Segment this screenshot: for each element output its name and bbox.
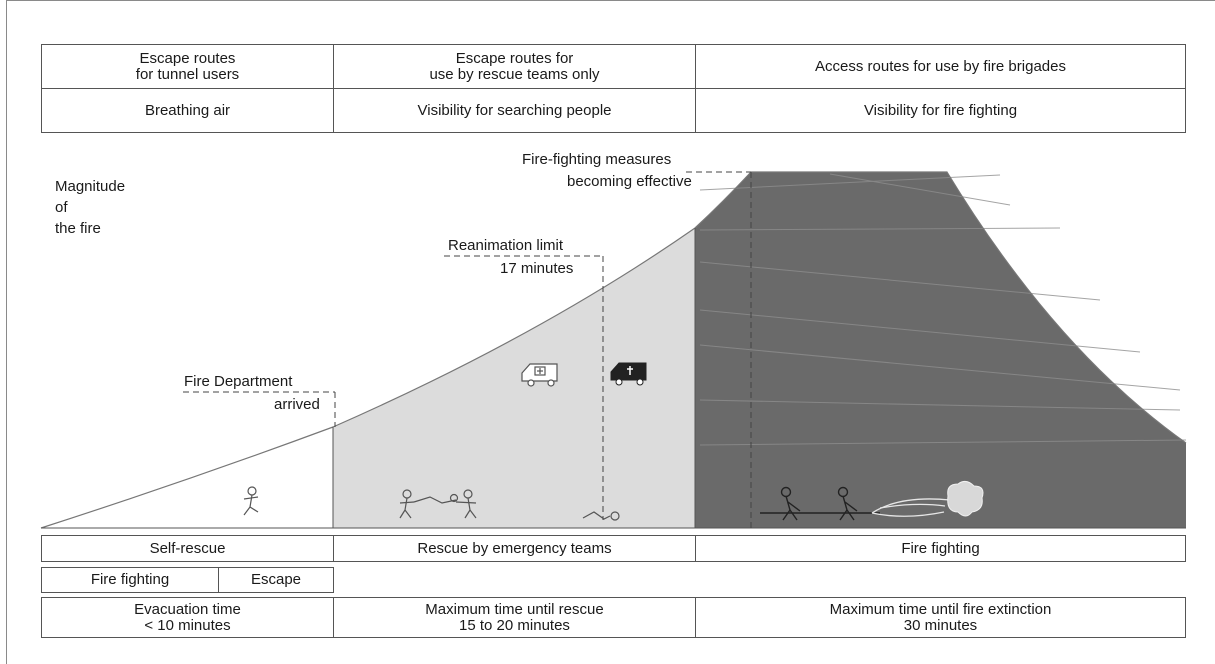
firefighting-phase-area bbox=[695, 172, 1186, 528]
rescue-phase-area bbox=[333, 228, 695, 528]
magnitude-label: Magnitude of the fire bbox=[55, 178, 126, 237]
header-visibility-fire: Visibility for fire fighting bbox=[695, 88, 1186, 133]
phase-rescue-teams: Rescue by emergency teams bbox=[333, 535, 696, 562]
running-person-icon bbox=[243, 486, 259, 516]
hearse-icon bbox=[610, 362, 647, 386]
stretcher-rescue-icon bbox=[399, 489, 477, 519]
figure-frame bbox=[6, 0, 1215, 664]
header-escape-users: Escape routes for tunnel users bbox=[41, 44, 334, 89]
header-access-brigades: Access routes for use by fire brigades bbox=[695, 44, 1186, 89]
fire-dept-label-1: Fire Department bbox=[184, 373, 293, 390]
ambulance-icon bbox=[521, 363, 558, 387]
time-extinction: Maximum time until fire extinction 30 mi… bbox=[695, 597, 1186, 638]
fire-magnitude-curve bbox=[40, 171, 1187, 529]
smoke-streaks bbox=[699, 173, 1187, 446]
sub-fire-fighting: Fire fighting bbox=[41, 567, 219, 593]
time-rescue: Maximum time until rescue 15 to 20 minut… bbox=[333, 597, 696, 638]
lying-person-icon bbox=[582, 511, 620, 521]
sub-escape: Escape bbox=[218, 567, 334, 593]
reanimation-label-2: 17 minutes bbox=[500, 260, 574, 277]
fire-measures-label-2: becoming effective bbox=[567, 173, 692, 190]
header-escape-rescue: Escape routes for use by rescue teams on… bbox=[333, 44, 696, 89]
flame-icon bbox=[947, 480, 984, 517]
time-evacuation: Evacuation time < 10 minutes bbox=[41, 597, 334, 638]
water-spray-icon bbox=[871, 498, 951, 517]
header-visibility-search: Visibility for searching people bbox=[333, 88, 696, 133]
fire-dept-label-2: arrived bbox=[274, 396, 320, 413]
phase-self-rescue: Self-rescue bbox=[41, 535, 334, 562]
fire-measures-label-1: Fire-fighting measures bbox=[522, 151, 672, 168]
reanimation-label-1: Reanimation limit bbox=[448, 237, 564, 254]
phase-fire-fighting: Fire fighting bbox=[695, 535, 1186, 562]
firefighters-hose-icon bbox=[760, 486, 880, 521]
